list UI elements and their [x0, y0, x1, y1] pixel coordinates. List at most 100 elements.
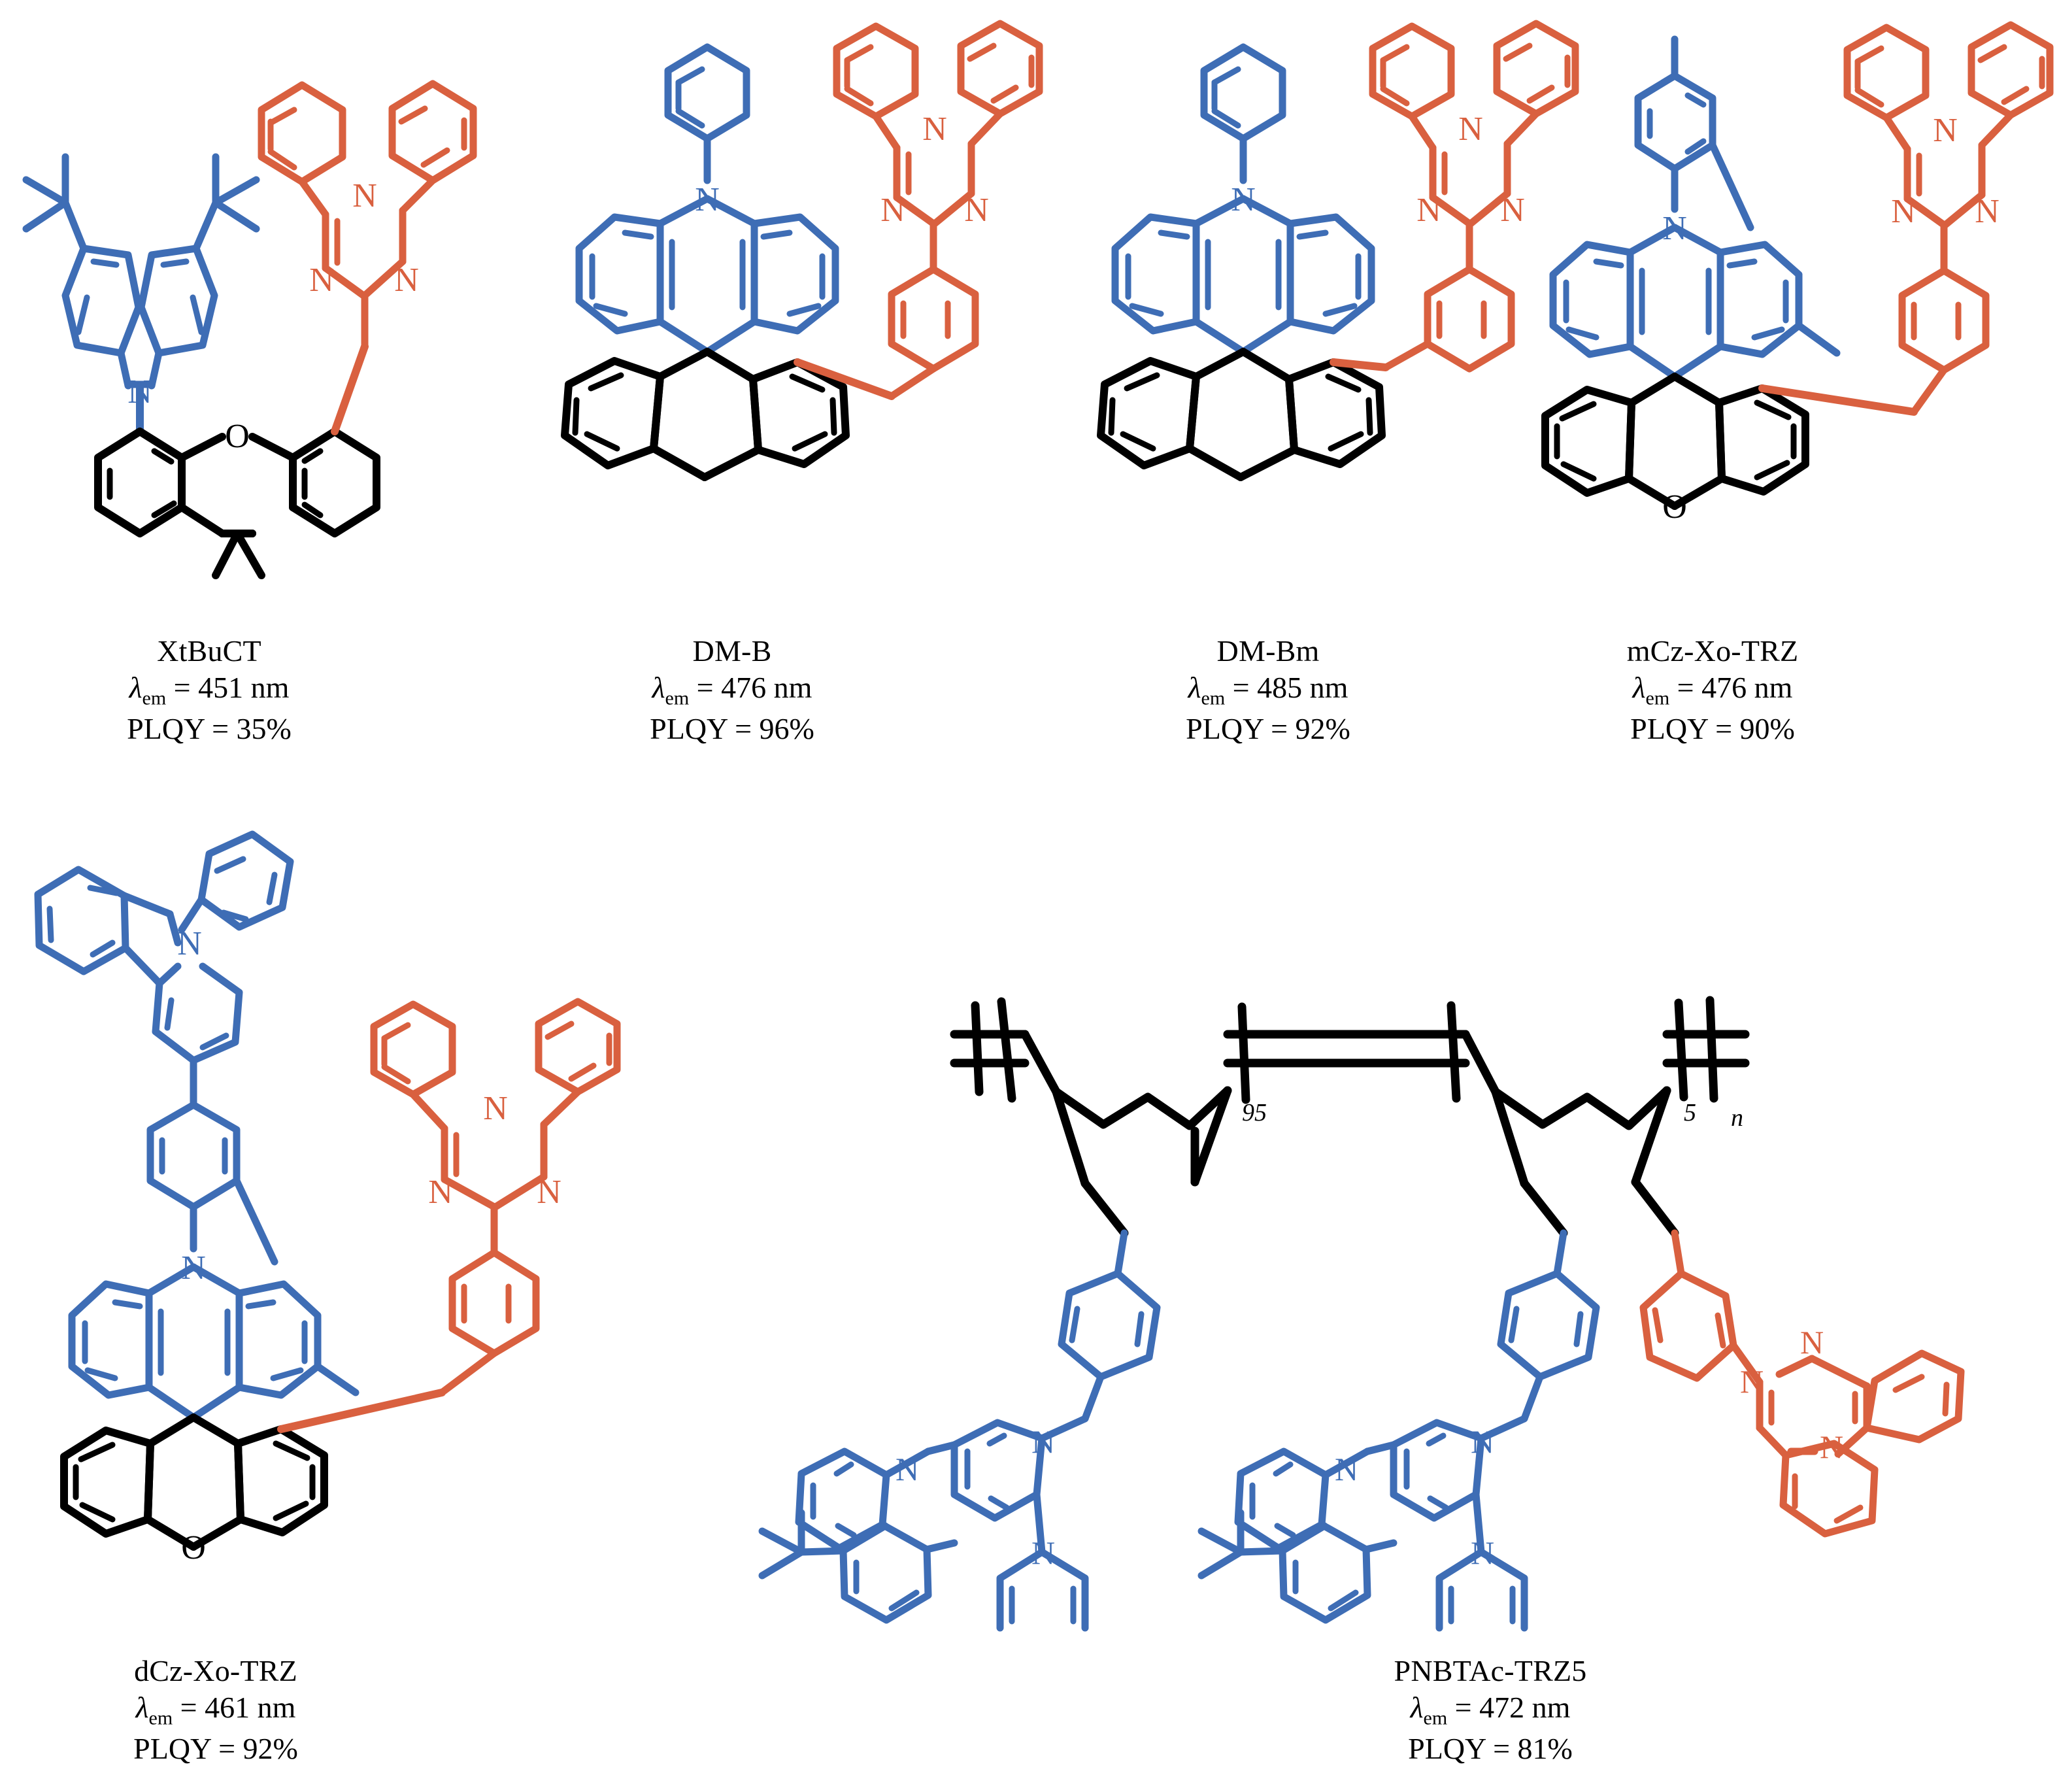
n-phenylcarbazole-donor: [34, 830, 294, 1109]
right-pendant-donor: [1197, 1229, 1600, 1632]
emission-wavelength: λem = 485 nm: [1105, 669, 1431, 711]
emission-wavelength: λem = 476 nm: [1530, 669, 1896, 711]
oxygen-label: O: [1662, 488, 1687, 526]
nitrogen-label: N: [1800, 1324, 1824, 1361]
caption-pnbtac-trz5: PNBTAc-TRZ5 λem = 472 nm PLQY = 81%: [1262, 1653, 1719, 1767]
polynorbornene-backbone: [950, 996, 1750, 1238]
lambda-symbol: λ: [129, 671, 142, 705]
triazine-acceptor: [1369, 20, 1579, 373]
structure-mcz-xo-trz: N: [1510, 13, 2059, 634]
n-phenyl-group: [1200, 43, 1286, 184]
nitrogen-label: N: [922, 110, 947, 148]
block-b-subscript: 5: [1684, 1099, 1696, 1126]
block-a-subscript: 95: [1242, 1099, 1267, 1126]
plqy-value: PLQY = 81%: [1408, 1732, 1573, 1766]
plqy-value: PLQY = 90%: [1630, 712, 1795, 746]
emission-wavelength: λem = 476 nm: [575, 669, 889, 711]
nitrogen-label: N: [309, 262, 334, 299]
nitrogen-label: N: [1335, 1451, 1358, 1487]
lambda-subscript: em: [142, 687, 167, 709]
spiroacridine-donor: [575, 195, 839, 356]
spiroacridine-donor: [1111, 195, 1375, 356]
oxygen-label: O: [181, 1529, 206, 1566]
lambda-symbol: λ: [652, 671, 665, 705]
lambda-subscript: em: [1645, 687, 1670, 709]
nitrogen-label: N: [1031, 1423, 1055, 1460]
nitrogen-label: N: [1416, 192, 1441, 229]
structure-pnbtac-trz5: N N N: [667, 935, 2059, 1641]
caption-dcz-xo-trz: dCz-Xo-TRZ λem = 461 nm PLQY = 92%: [33, 1653, 399, 1767]
plqy-value: PLQY = 96%: [650, 712, 814, 746]
nitrogen-label: N: [896, 1451, 919, 1487]
molecule-name: DM-B: [692, 634, 772, 668]
plqy-value: PLQY = 92%: [133, 1732, 298, 1766]
lambda-subscript: em: [1423, 1707, 1448, 1729]
nitrogen-label: N: [1933, 112, 1958, 149]
lambda-symbol: λ: [1410, 1691, 1424, 1725]
emission-wavelength: λem = 472 nm: [1262, 1689, 1719, 1731]
lambda-value: = 476 nm: [1677, 671, 1793, 705]
spiroxanthene-core: [1541, 373, 1918, 510]
methylcarbazole-acridine-donor: [1549, 224, 1841, 380]
triazine-acceptor-pendant: [1639, 1229, 1965, 1538]
repeat-unit-label: n: [1731, 1104, 1743, 1132]
triazine-acceptor: [370, 998, 621, 1396]
caption-dm-b: DM-B λem = 476 nm PLQY = 96%: [575, 633, 889, 747]
nitrogen-label: N: [1662, 210, 1687, 247]
structure-dm-b: N: [497, 20, 1046, 634]
left-pendant-donor: [758, 1229, 1161, 1632]
molecule-name: dCz-Xo-TRZ: [134, 1654, 297, 1687]
dimethylxanthene-core: [94, 343, 380, 579]
structure-dm-bm: N: [1033, 20, 1582, 634]
caption-mcz-xo-trz: mCz-Xo-TRZ λem = 476 nm PLQY = 90%: [1530, 633, 1896, 747]
nitrogen-label: N: [483, 1090, 508, 1127]
molecule-name: XtBuCT: [157, 634, 261, 668]
triazine-acceptor: [1843, 21, 2054, 416]
nitrogen-label: N: [177, 925, 202, 962]
caption-dm-bm: DM-Bm λem = 485 nm PLQY = 92%: [1105, 633, 1431, 747]
plqy-value: PLQY = 92%: [1186, 712, 1350, 746]
lambda-subscript: em: [1201, 687, 1226, 709]
nitrogen-label: N: [1231, 181, 1256, 218]
triazine-acceptor: [833, 20, 1043, 400]
molecule-name: DM-Bm: [1216, 634, 1320, 668]
structure-dcz-xo-trz: N: [13, 791, 667, 1654]
nitrogen-label: N: [1031, 1534, 1055, 1571]
fluorene-core: [1097, 348, 1390, 481]
spiroxanthene-core: [60, 1389, 446, 1551]
structure-xtbuct: N: [0, 39, 497, 628]
nitrogen-label: N: [1471, 1423, 1494, 1460]
lambda-value: = 451 nm: [173, 671, 290, 705]
nitrogen-label: N: [181, 1249, 206, 1287]
nitrogen-label: N: [428, 1174, 453, 1211]
lambda-value: = 461 nm: [180, 1691, 296, 1725]
caption-xtbuct: XtBuCT λem = 451 nm PLQY = 35%: [26, 633, 392, 747]
emission-wavelength: λem = 451 nm: [26, 669, 392, 711]
nitrogen-label: N: [537, 1174, 561, 1211]
nitrogen-label: N: [1458, 110, 1483, 148]
lambda-value: = 472 nm: [1454, 1691, 1571, 1725]
lambda-symbol: λ: [1188, 671, 1201, 705]
nitrogen-label: N: [964, 192, 989, 229]
n-phenyl-group: [664, 43, 750, 184]
nitrogen-label: N: [1891, 193, 1916, 230]
lambda-subscript: em: [665, 687, 690, 709]
nitrogen-label: N: [1820, 1429, 1843, 1465]
nitrogen-label: N: [1471, 1534, 1494, 1571]
acridine-donor: [68, 1263, 360, 1421]
oxygen-label: O: [225, 418, 250, 455]
phenylene-linker: [146, 1101, 278, 1266]
nitrogen-label: N: [352, 177, 377, 214]
lambda-symbol: λ: [135, 1691, 149, 1725]
lambda-subscript: em: [148, 1707, 173, 1729]
plqy-value: PLQY = 35%: [127, 712, 292, 746]
fluorene-core: [561, 348, 896, 481]
lambda-value: = 476 nm: [696, 671, 812, 705]
emission-wavelength: λem = 461 nm: [33, 1689, 399, 1731]
nitrogen-label: N: [880, 192, 905, 229]
nitrogen-label: N: [394, 262, 419, 299]
nitrogen-label: N: [1740, 1363, 1764, 1400]
molecule-name: mCz-Xo-TRZ: [1626, 634, 1799, 668]
methylphenyl-group: [1634, 35, 1754, 231]
